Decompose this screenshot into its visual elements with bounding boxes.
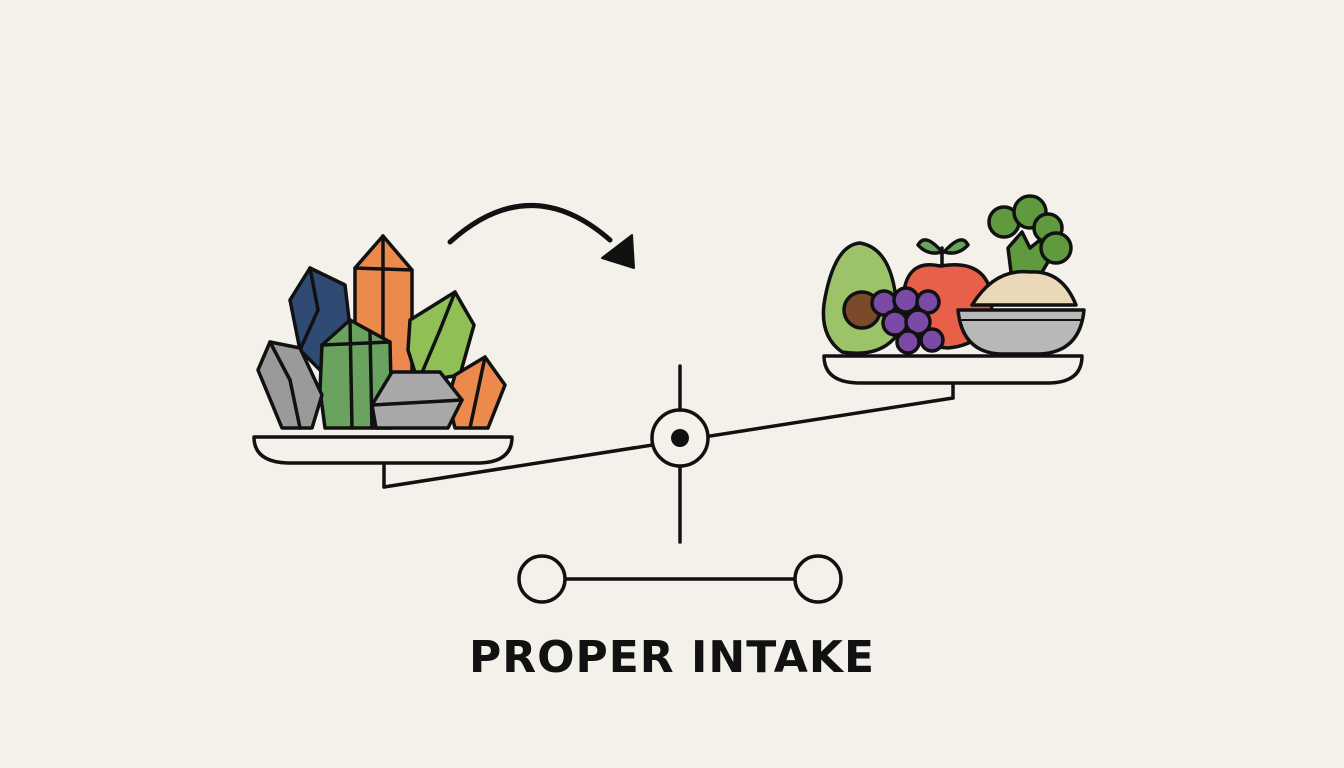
- bowl-icon: [956, 269, 1086, 356]
- grapes-icon: [870, 286, 945, 355]
- food-icon: [821, 194, 1086, 356]
- crystals-icon: [256, 234, 507, 430]
- broccoli-icon: [987, 194, 1073, 284]
- curved-arrow-icon: [447, 203, 635, 269]
- base-icon: [517, 554, 843, 604]
- caption-title: PROPER INTAKE: [468, 632, 876, 683]
- avocado-icon: [821, 241, 899, 355]
- right-pan: [822, 354, 1084, 385]
- fulcrum-icon: [650, 408, 710, 468]
- left-pan: [252, 435, 514, 465]
